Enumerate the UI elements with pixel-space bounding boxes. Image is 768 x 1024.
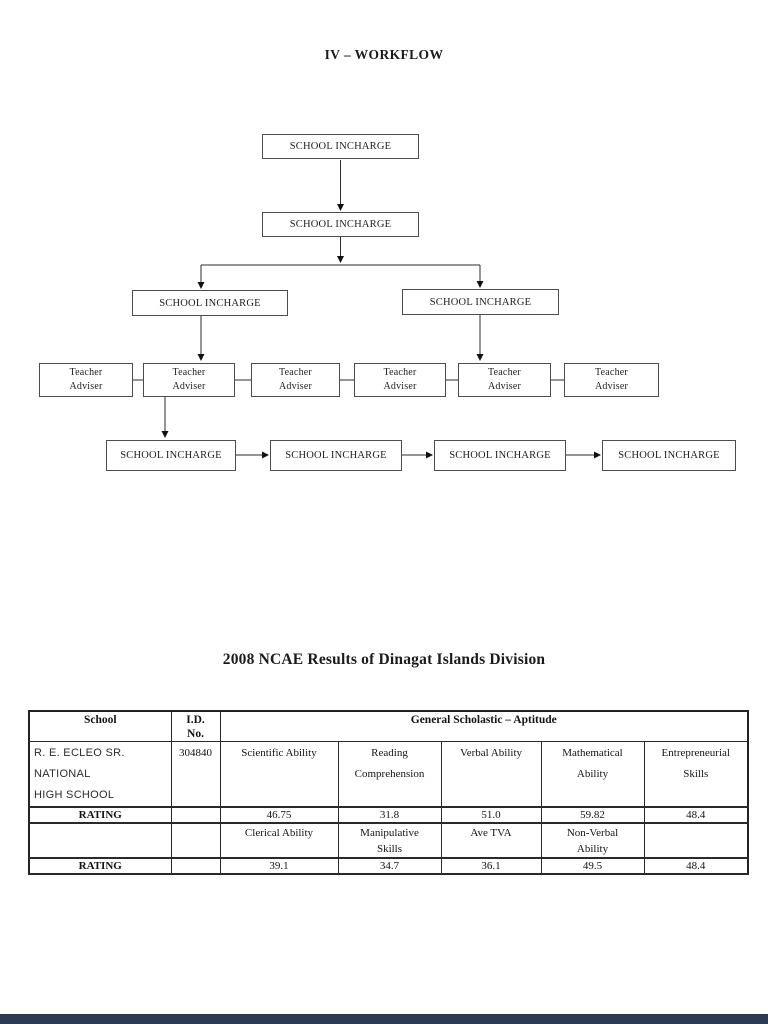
fc-node-school-incharge-bottom-3: SCHOOL INCHARGE <box>434 440 566 471</box>
rating-value: 31.8 <box>337 806 442 824</box>
rating-label: RATING <box>28 806 172 824</box>
empty-cell <box>28 822 172 859</box>
ncae-results-table: School I.D. No. General Scholastic – Apt… <box>28 710 750 875</box>
rating-value: 39.1 <box>219 857 339 875</box>
fc-node-teacher-adviser-1: Teacher Adviser <box>39 363 133 397</box>
connector-lines <box>133 160 595 456</box>
ability-cell-clerical: Clerical Ability <box>219 822 339 859</box>
school-id-cell: 304840 <box>170 741 221 808</box>
empty-cell <box>170 806 221 824</box>
empty-cell <box>643 822 749 859</box>
ability-cell-nonverbal: Non-Verbal Ability <box>540 822 645 859</box>
ability-cell-mathematical: Mathematical Ability <box>540 741 645 808</box>
fc-node-teacher-adviser-5: Teacher Adviser <box>458 363 551 397</box>
ability-cell-ave-tva: Ave TVA <box>440 822 542 859</box>
empty-cell <box>170 857 221 875</box>
ability-cell-reading: Reading Comprehension <box>337 741 442 808</box>
rating-value: 49.5 <box>540 857 645 875</box>
table-header-row: School I.D. No. General Scholastic – Apt… <box>28 710 749 742</box>
fc-node-teacher-adviser-6: Teacher Adviser <box>564 363 659 397</box>
ability-cell-manipulative: Manipulative Skills <box>337 822 442 859</box>
fc-node-school-incharge-level2: SCHOOL INCHARGE <box>262 212 419 237</box>
fc-node-school-incharge-level1: SCHOOL INCHARGE <box>262 134 419 159</box>
ability-cell-scientific: Scientific Ability <box>219 741 339 808</box>
workflow-diagram: SCHOOL INCHARGE SCHOOL INCHARGE SCHOOL I… <box>0 0 768 500</box>
ability-cell-entrepreneurial: Entrepreneurial Skills <box>643 741 749 808</box>
school-name-cell: R. E. ECLEO SR. NATIONAL HIGH SCHOOL <box>28 741 172 808</box>
rating-value: 51.0 <box>440 806 542 824</box>
school-row: R. E. ECLEO SR. NATIONAL HIGH SCHOOL 304… <box>28 741 749 808</box>
rating-value: 46.75 <box>219 806 339 824</box>
fc-node-teacher-adviser-4: Teacher Adviser <box>354 363 446 397</box>
fc-node-school-incharge-bottom-1: SCHOOL INCHARGE <box>106 440 236 471</box>
flowchart-connectors <box>133 160 601 459</box>
empty-cell <box>170 822 221 859</box>
rating-value: 59.82 <box>540 806 645 824</box>
rating-value: 48.4 <box>643 857 749 875</box>
rating-row-2: RATING 39.1 34.7 36.1 49.5 48.4 <box>28 857 749 875</box>
rating-value: 34.7 <box>337 857 442 875</box>
rating-value: 36.1 <box>440 857 542 875</box>
rating-value: 48.4 <box>643 806 749 824</box>
fc-node-school-incharge-left: SCHOOL INCHARGE <box>132 290 288 316</box>
col-header-group: General Scholastic – Aptitude <box>219 710 749 742</box>
col-header-id: I.D. No. <box>170 710 221 742</box>
rating-row-1: RATING 46.75 31.8 51.0 59.82 48.4 <box>28 806 749 824</box>
fc-node-school-incharge-bottom-4: SCHOOL INCHARGE <box>602 440 736 471</box>
ability-row-2: Clerical Ability Manipulative Skills Ave… <box>28 822 749 859</box>
fc-node-teacher-adviser-2: Teacher Adviser <box>143 363 235 397</box>
rating-label: RATING <box>28 857 172 875</box>
fc-node-teacher-adviser-3: Teacher Adviser <box>251 363 340 397</box>
arrowheads <box>161 204 601 459</box>
viewer-footer-bar <box>0 1014 768 1024</box>
workflow-title: IV – WORKFLOW <box>324 47 444 62</box>
results-title: 2008 NCAE Results of Dinagat Islands Div… <box>222 651 546 668</box>
ability-cell-verbal: Verbal Ability <box>440 741 542 808</box>
col-header-school: School <box>28 710 172 742</box>
fc-node-school-incharge-right: SCHOOL INCHARGE <box>402 289 559 315</box>
fc-node-school-incharge-bottom-2: SCHOOL INCHARGE <box>270 440 402 471</box>
